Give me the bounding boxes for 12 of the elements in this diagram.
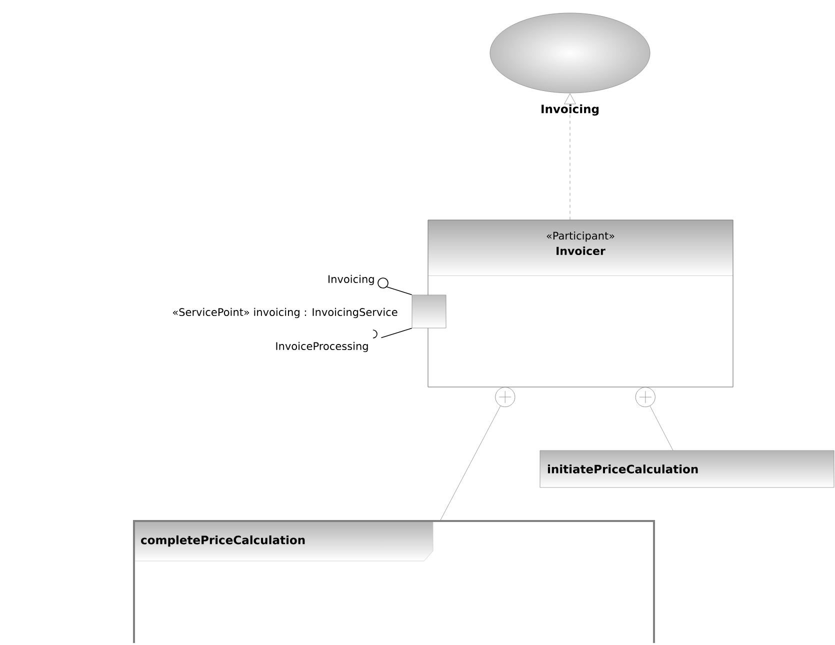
interface-label: Invoicing: [328, 274, 374, 286]
nesting-connector: [440, 387, 516, 522]
frame-box: completePriceCalculation: [133, 520, 655, 644]
port-label: «ServicePoint» invoicing : InvoicingService: [172, 308, 398, 318]
nesting-connector: [635, 387, 674, 451]
ellipse-name: Invoicing: [540, 103, 600, 117]
interface-line: [386, 286, 412, 296]
interface-line: [380, 328, 412, 338]
realization-arrow: [564, 93, 576, 220]
interface-label: InvoiceProcessing: [276, 342, 368, 352]
participant-box: «Participant» Invoicer: [428, 220, 734, 388]
part-box: initiatePriceCalculation: [540, 450, 834, 488]
